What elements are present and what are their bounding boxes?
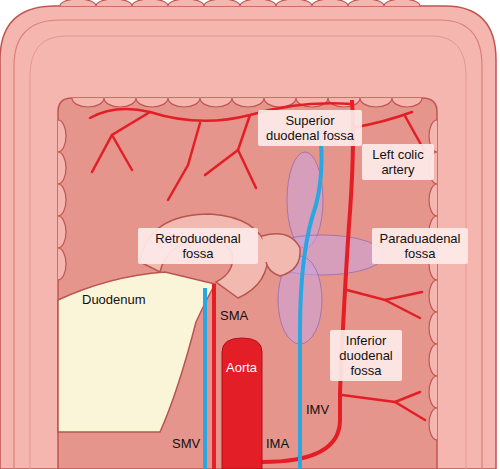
artery [347,290,422,300]
fossa-label: Superior duodenal fossa [258,110,362,146]
artery [342,395,425,420]
fossa-label: Retroduodenal fossa [138,228,258,264]
vessel-label: IMV [306,402,329,417]
superior-mesenteric-vein [203,288,207,469]
fossa-label: Paraduadenal fossa [372,228,468,264]
artery [92,112,150,172]
artery [168,123,200,200]
artery [205,150,238,175]
vessel-label: Aorta [226,360,257,375]
artery [238,115,256,188]
inferior-mesenteric-artery [262,100,353,462]
duodenum [58,272,215,432]
superior-mesenteric-artery [212,284,216,469]
vessel-label: IMA [266,436,289,451]
colon-haustra [72,98,422,107]
colon-wall [14,20,482,469]
mesentery [58,98,437,469]
artery [385,300,420,318]
jejunum [262,234,300,276]
colon [0,6,496,469]
aorta [222,338,262,469]
colon-haustra [60,0,420,6]
fossa-label: Inferior duodenal fossa [330,330,402,381]
organ-label: Duodenum [82,292,146,307]
colon-haustra [58,120,66,280]
artery [112,135,132,170]
artery [395,392,420,402]
artery-label: Left colic artery [362,144,434,180]
vessel-label: SMV [172,436,200,451]
vessel-label: SMA [220,308,248,323]
